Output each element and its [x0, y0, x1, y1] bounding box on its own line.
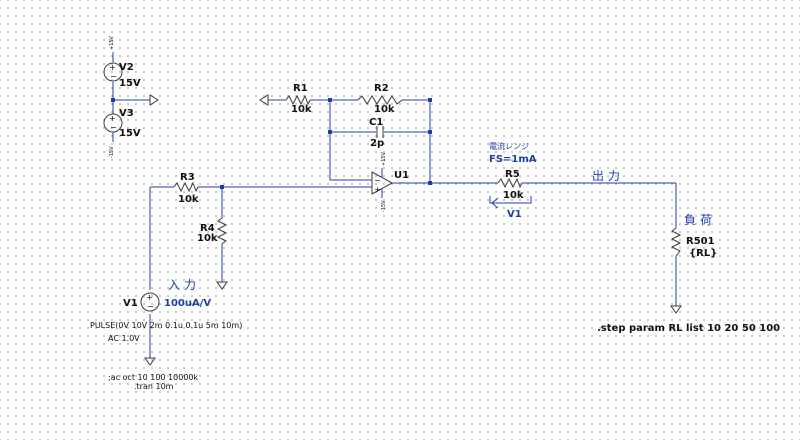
v3-name: V3	[119, 108, 134, 119]
v2-rail-label: +15V	[109, 35, 115, 50]
r5-fs-label: FS=1mA	[489, 154, 537, 165]
directive-step[interactable]: .step param RL list 10 20 50 100	[597, 323, 780, 334]
svg-text:−: −	[147, 302, 154, 311]
r501-name: R501	[686, 236, 715, 247]
resistor-icon	[216, 217, 228, 245]
current-meter-arrow	[491, 197, 499, 209]
r2-name: R2	[374, 83, 389, 94]
directive-ac[interactable]: ;ac oct 10 100 10000k	[108, 373, 198, 382]
r5-resistor[interactable]: R5 10k 電流レンジ FS=1mA V1	[489, 141, 537, 220]
net-label-input: 入力	[168, 278, 200, 292]
v2-value: 15V	[119, 78, 141, 89]
r1-value: 10k	[291, 104, 312, 115]
r2-value: 10k	[374, 104, 395, 115]
svg-text:−: −	[110, 72, 117, 81]
net-label-load: 負荷	[684, 213, 716, 227]
junction-dot	[328, 98, 332, 102]
wires	[112, 82, 677, 358]
current-source-icon	[140, 292, 160, 312]
svg-text:−: −	[110, 123, 117, 132]
ground-icon	[144, 357, 156, 366]
junctions	[111, 98, 432, 189]
resistor-icon	[670, 227, 682, 257]
junction-dot	[220, 185, 224, 189]
u1-minus-rail: -15V	[381, 200, 387, 212]
v3-rail-label: -15V	[109, 146, 115, 158]
v1-name: V1	[123, 298, 138, 309]
r1-resistor[interactable]: R1 10k	[285, 83, 312, 115]
voltage-source-icon	[103, 62, 123, 82]
r3-name: R3	[180, 172, 195, 183]
c1-value: 2p	[370, 138, 384, 149]
r3-value: 10k	[178, 194, 199, 205]
r3-resistor[interactable]: R3 10k	[173, 172, 199, 205]
junction-dot	[428, 130, 432, 134]
ground-icon	[259, 94, 269, 106]
v1-pulse: PULSE(0V 10V 2m 0.1u 0.1u 5m 10m)	[90, 321, 242, 330]
junction-dot	[328, 130, 332, 134]
r5-name: R5	[505, 169, 520, 180]
resistor-icon	[285, 94, 311, 106]
v1-source[interactable]: + − V1 100uA/V PULSE(0V 10V 2m 0.1u 0.1u…	[90, 292, 242, 343]
r5-range-label: 電流レンジ	[489, 141, 529, 151]
ground-symbols	[144, 94, 682, 366]
u1-opamp[interactable]: − + +15V -15V U1	[371, 151, 409, 212]
v1-ac: AC 1.0V	[108, 334, 140, 343]
resistor-icon	[357, 95, 403, 105]
current-meter-bracket	[489, 196, 532, 204]
v2-source[interactable]: + − +15V V2 15V	[103, 35, 141, 89]
r501-resistor[interactable]: R501 {RL}	[670, 227, 717, 259]
v2-name: V2	[119, 62, 134, 73]
r501-value: {RL}	[689, 248, 717, 259]
opamp-icon	[371, 171, 394, 195]
u1-plus-rail: +15V	[381, 151, 387, 166]
ground-icon	[149, 94, 159, 106]
svg-text:+: +	[109, 114, 116, 123]
junction-dot	[428, 181, 432, 185]
r4-value: 10k	[197, 233, 218, 244]
ground-icon	[216, 281, 228, 290]
c1-capacitor[interactable]: C1 2p	[369, 117, 384, 149]
resistor-icon	[497, 177, 523, 189]
svg-text:+: +	[374, 185, 381, 194]
svg-text:+: +	[146, 293, 153, 302]
svg-text:−: −	[374, 176, 381, 185]
svg-text:+: +	[109, 63, 116, 72]
junction-dot	[111, 98, 115, 102]
r4-resistor[interactable]: R4 10k	[197, 217, 228, 245]
meter-v1-label: V1	[507, 209, 522, 220]
r1-name: R1	[293, 83, 308, 94]
directive-tran[interactable]: .tran 10m	[134, 382, 174, 391]
net-label-output: 出力	[592, 169, 624, 183]
junction-dot	[428, 98, 432, 102]
resistor-icon	[173, 181, 199, 193]
r2-resistor[interactable]: R2 10k	[357, 83, 403, 115]
r4-name: R4	[200, 223, 215, 234]
v3-source[interactable]: + − -15V V3 15V	[103, 108, 141, 158]
v1-value: 100uA/V	[164, 298, 211, 309]
v3-value: 15V	[119, 128, 141, 139]
u1-name: U1	[394, 170, 409, 181]
ground-icon	[670, 305, 682, 314]
c1-name: C1	[369, 117, 383, 128]
r5-value: 10k	[503, 190, 524, 201]
